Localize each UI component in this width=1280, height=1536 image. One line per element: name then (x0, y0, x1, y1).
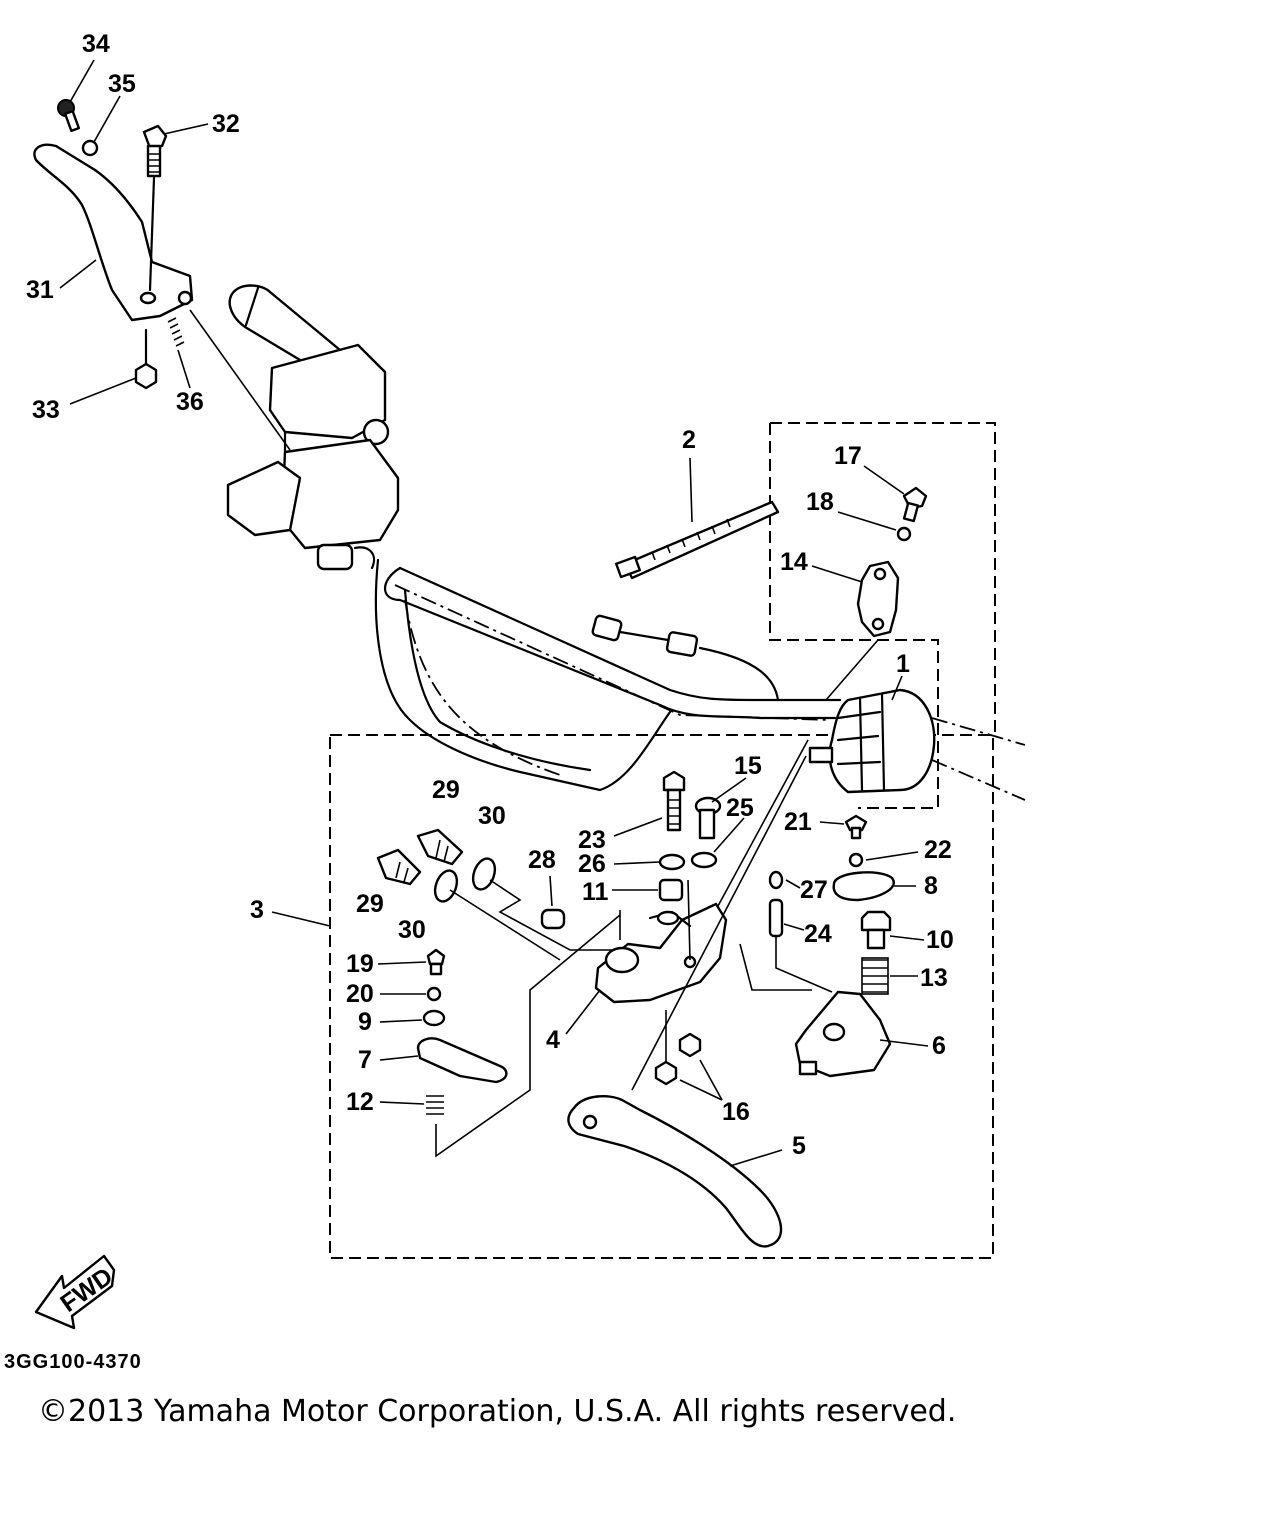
callout-12: 12 (346, 1088, 374, 1116)
parts-exploded-diagram: FWD (26, 30, 1026, 1330)
group-box-throttle-assembly (329, 734, 994, 1259)
callout-labels: 34 35 32 31 33 36 2 17 18 14 1 15 29 30 … (26, 30, 954, 1160)
copyright-notice: ©2013 Yamaha Motor Corporation, U.S.A. A… (38, 1394, 957, 1429)
nut-11 (656, 878, 684, 926)
nuts-16 (654, 1032, 702, 1086)
callout-29a: 29 (432, 776, 460, 804)
callout-25: 25 (726, 794, 754, 822)
callout-7: 7 (358, 1046, 372, 1074)
callout-17: 17 (834, 442, 862, 470)
fwd-arrow-icon: FWD (34, 1254, 118, 1330)
handlebar (374, 558, 1026, 801)
callout-31: 31 (26, 276, 54, 304)
lever-bolt-34 (57, 99, 81, 133)
washer-22 (848, 852, 864, 868)
callout-33: 33 (32, 396, 60, 424)
throttle-stop-plate-7 (416, 1037, 508, 1084)
screw-17 (902, 486, 928, 523)
callout-15: 15 (734, 752, 762, 780)
master-cylinder-body (226, 438, 400, 571)
callout-27: 27 (800, 876, 828, 904)
cover-plate-8 (832, 871, 895, 902)
group-box-switch-clamp (769, 422, 996, 809)
callout-2: 2 (682, 426, 696, 454)
adjuster-spring-36 (167, 317, 185, 347)
callout-29b: 29 (356, 890, 384, 918)
washer-18 (896, 526, 912, 542)
callout-11: 11 (582, 878, 609, 906)
handlebar-switch (808, 688, 936, 794)
callout-13: 13 (920, 964, 948, 992)
callout-26: 26 (578, 850, 606, 878)
callout-32: 32 (212, 110, 240, 138)
bolt-23 (662, 770, 686, 832)
callout-3: 3 (250, 896, 264, 924)
callout-6: 6 (932, 1032, 946, 1060)
throttle-housing (594, 902, 728, 1004)
plunger-10 (860, 910, 892, 950)
callout-9: 9 (358, 1008, 372, 1036)
bolt-15 (694, 796, 722, 840)
callout-19: 19 (346, 950, 374, 978)
callout-16: 16 (722, 1098, 750, 1126)
throttle-lever (567, 1095, 783, 1248)
screw-21 (844, 814, 868, 840)
callout-24: 24 (804, 920, 832, 948)
leader-lines (59, 59, 929, 1167)
callout-18: 18 (806, 488, 834, 516)
master-cylinder-reservoir (268, 343, 390, 457)
washer-26 (658, 853, 686, 871)
switch-wire-connector (591, 614, 780, 702)
callout-4: 4 (546, 1026, 560, 1054)
callout-36: 36 (176, 388, 204, 416)
assembly-guide-lines (435, 639, 879, 1158)
callout-35: 35 (108, 70, 136, 98)
cable-band (615, 500, 780, 580)
nut-33 (134, 328, 158, 390)
washer-9 (422, 1009, 446, 1027)
callout-5: 5 (792, 1132, 806, 1160)
callout-21: 21 (784, 808, 812, 836)
spring-13 (861, 957, 889, 995)
callout-10: 10 (926, 926, 954, 954)
callout-20: 20 (346, 980, 374, 1008)
callout-30b: 30 (398, 916, 426, 944)
washer-20 (426, 986, 442, 1002)
throttle-cover (794, 990, 892, 1078)
callout-14: 14 (780, 548, 808, 576)
clutch-lever-pivot-bolt (142, 124, 168, 292)
spring-12 (426, 1095, 444, 1115)
callout-34: 34 (82, 30, 110, 58)
collar-28 (540, 908, 566, 930)
washer-25 (690, 851, 718, 869)
callout-28: 28 (528, 846, 556, 874)
washer-35 (81, 139, 99, 157)
document-code: 3GG100-4370 (4, 1351, 142, 1373)
callout-23: 23 (578, 826, 606, 854)
locknuts-30 (433, 857, 497, 903)
callout-22: 22 (924, 836, 952, 864)
collar-27 (768, 870, 784, 890)
screw-19 (426, 948, 446, 976)
pin-24 (768, 898, 784, 938)
callout-8: 8 (924, 872, 938, 900)
callout-1: 1 (896, 650, 910, 678)
clutch-lever-leader (189, 309, 291, 451)
clutch-lever (33, 143, 194, 322)
adjuster-bolts-29 (376, 828, 464, 886)
callout-30a: 30 (478, 802, 506, 830)
switch-clamp (856, 560, 900, 638)
